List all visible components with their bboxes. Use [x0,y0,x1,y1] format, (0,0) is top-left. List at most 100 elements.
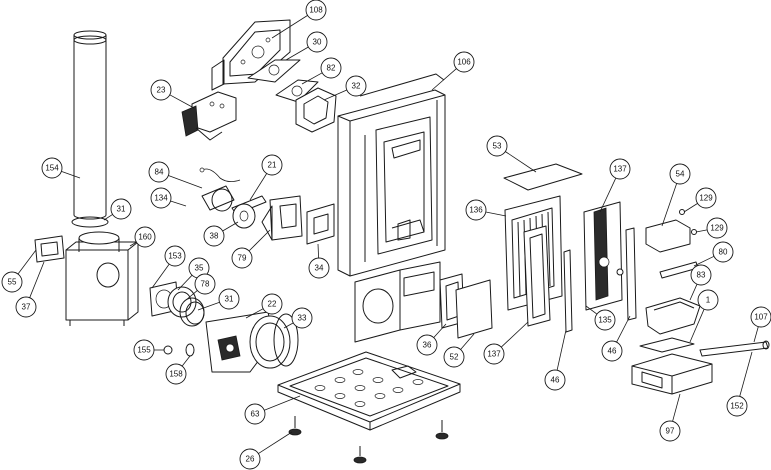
part-callout: 80 [693,241,734,267]
callout-number: 97 [666,427,675,436]
part-callout: 79 [231,229,271,269]
callout-bubble [148,161,170,183]
part-callout: 46 [601,315,631,362]
callout-number: 136 [469,206,483,215]
callout-bubble [594,309,616,331]
flue-tee-adapter [65,231,139,326]
callout-number: 129 [699,194,713,203]
callout-number: 160 [138,233,152,242]
callout-number: 78 [201,280,210,289]
callout-leader-line [485,211,507,217]
part-callout: 97 [659,393,681,442]
callout-bubble [544,369,566,391]
part-callout: 1 [689,289,719,343]
callout-number: 106 [457,58,471,67]
callout-bubble [483,343,505,365]
callout-leader-line [689,284,698,301]
callout-bubble [164,245,186,267]
callout-leader-line [683,203,698,213]
flange-gasket [275,79,319,103]
callout-leader-line [695,229,708,233]
callout-leader-line [197,301,220,311]
callout-bubble [150,79,172,101]
callout-bubble [659,420,681,442]
callout-leader-line [248,229,271,252]
callout-leader-line [693,255,715,267]
callout-leader-line [258,431,293,454]
callout-bubble [194,273,216,295]
callout-number: 52 [450,353,459,362]
part-callout: 31 [103,198,132,221]
callout-number: 108 [309,6,323,15]
callout-leader-line [460,333,475,350]
part-callout: 37 [15,261,45,318]
callout-number: 34 [315,264,324,273]
part-callout: 22 [245,293,283,319]
callout-number: 134 [154,194,168,203]
callout-bubble [320,57,342,79]
part-callout: 21 [249,154,283,201]
callout-number: 155 [137,346,151,355]
callout-number: 137 [613,165,627,174]
callout-leader-line [271,15,308,39]
callout-bubble [308,257,330,279]
callout-leader-line [129,241,137,247]
part-callout: 135 [585,305,616,331]
part-callout: 54 [661,163,691,227]
callout-leader-line [177,274,193,291]
callout-leader-line [599,177,617,213]
callout-bubble [609,158,631,180]
callout-bubble [134,226,156,248]
callout-number: 54 [676,170,685,179]
callout-leader-line [431,68,457,91]
part-callout: 137 [599,158,631,213]
callout-number: 21 [268,161,277,170]
callout-bubble [669,163,691,185]
blower-housing [273,313,299,367]
part-callout: 36 [416,323,447,356]
callout-number: 30 [313,38,322,47]
callout-leader-line [170,200,187,207]
callout-number: 38 [210,232,219,241]
part-callout: 30 [285,31,328,61]
callout-bubble [133,339,155,361]
callout-number: 55 [8,278,17,287]
part-callout: 38 [203,221,239,247]
screw [691,229,697,235]
callout-number: 46 [551,376,560,385]
callout-leader-line [29,261,45,298]
screw [679,209,685,215]
blower-adapter-ring [167,286,197,318]
callout-bubble [697,289,719,311]
callout-bubble [291,307,313,329]
intake-plate [34,235,65,263]
cabinet-lower-section [354,261,441,343]
callout-leader-line [323,89,347,101]
callout-bubble [345,75,367,97]
callout-bubble [695,187,717,209]
gasket-plate [247,59,301,83]
callout-number: 83 [697,271,706,280]
callout-bubble [306,31,328,53]
ash-drawer-handle [699,340,770,357]
callout-number: 1 [706,296,711,305]
callout-leader-line [245,308,264,319]
part-callout: 63 [244,395,301,425]
callout-number: 26 [246,455,255,464]
callout-number: 158 [169,370,183,379]
part-callout: 46 [544,329,567,391]
ash-pan-insert [639,337,695,353]
callout-number: 63 [251,410,260,419]
part-callout: 154 [41,157,81,179]
callout-bubble [165,363,187,385]
callout-leader-line [285,46,309,61]
callout-number: 137 [487,350,501,359]
part-callout: 34 [308,243,330,279]
callout-bubble [416,334,438,356]
callout-bubble [712,241,734,263]
callout-bubble [203,225,225,247]
small-washer [163,345,173,355]
callout-leader-line [61,171,81,179]
